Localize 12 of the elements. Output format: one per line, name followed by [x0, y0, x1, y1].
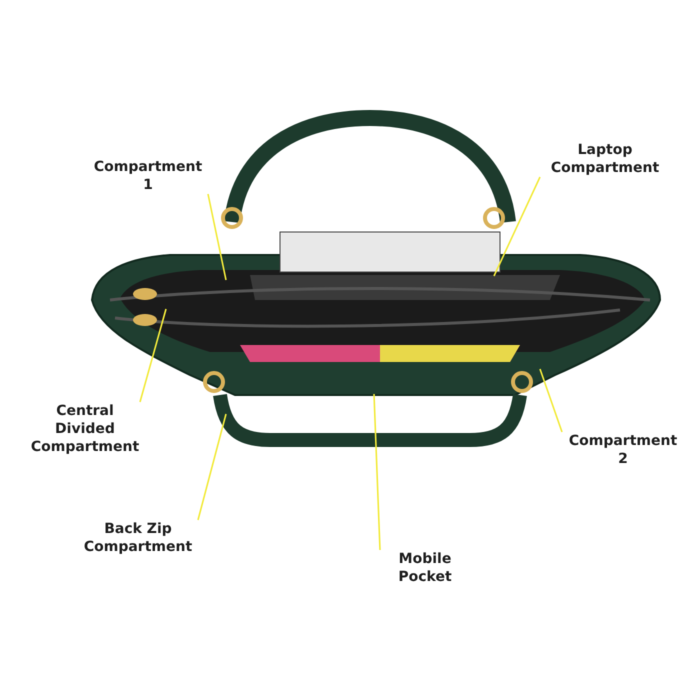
leader-line: [207, 194, 227, 280]
leader-line: [139, 308, 167, 402]
leader-line: [373, 394, 381, 550]
callout-label: Mobile Pocket: [380, 550, 470, 586]
leader-line: [493, 176, 541, 276]
leader-line: [197, 414, 227, 520]
callout-label: Compartment 1: [88, 158, 208, 194]
callout-label: Back Zip Compartment: [78, 520, 198, 556]
callout-label: Compartment 2: [562, 432, 684, 468]
callout-label: Central Divided Compartment: [30, 402, 140, 456]
callout-label: Laptop Compartment: [540, 141, 670, 177]
leader-line: [539, 368, 563, 432]
